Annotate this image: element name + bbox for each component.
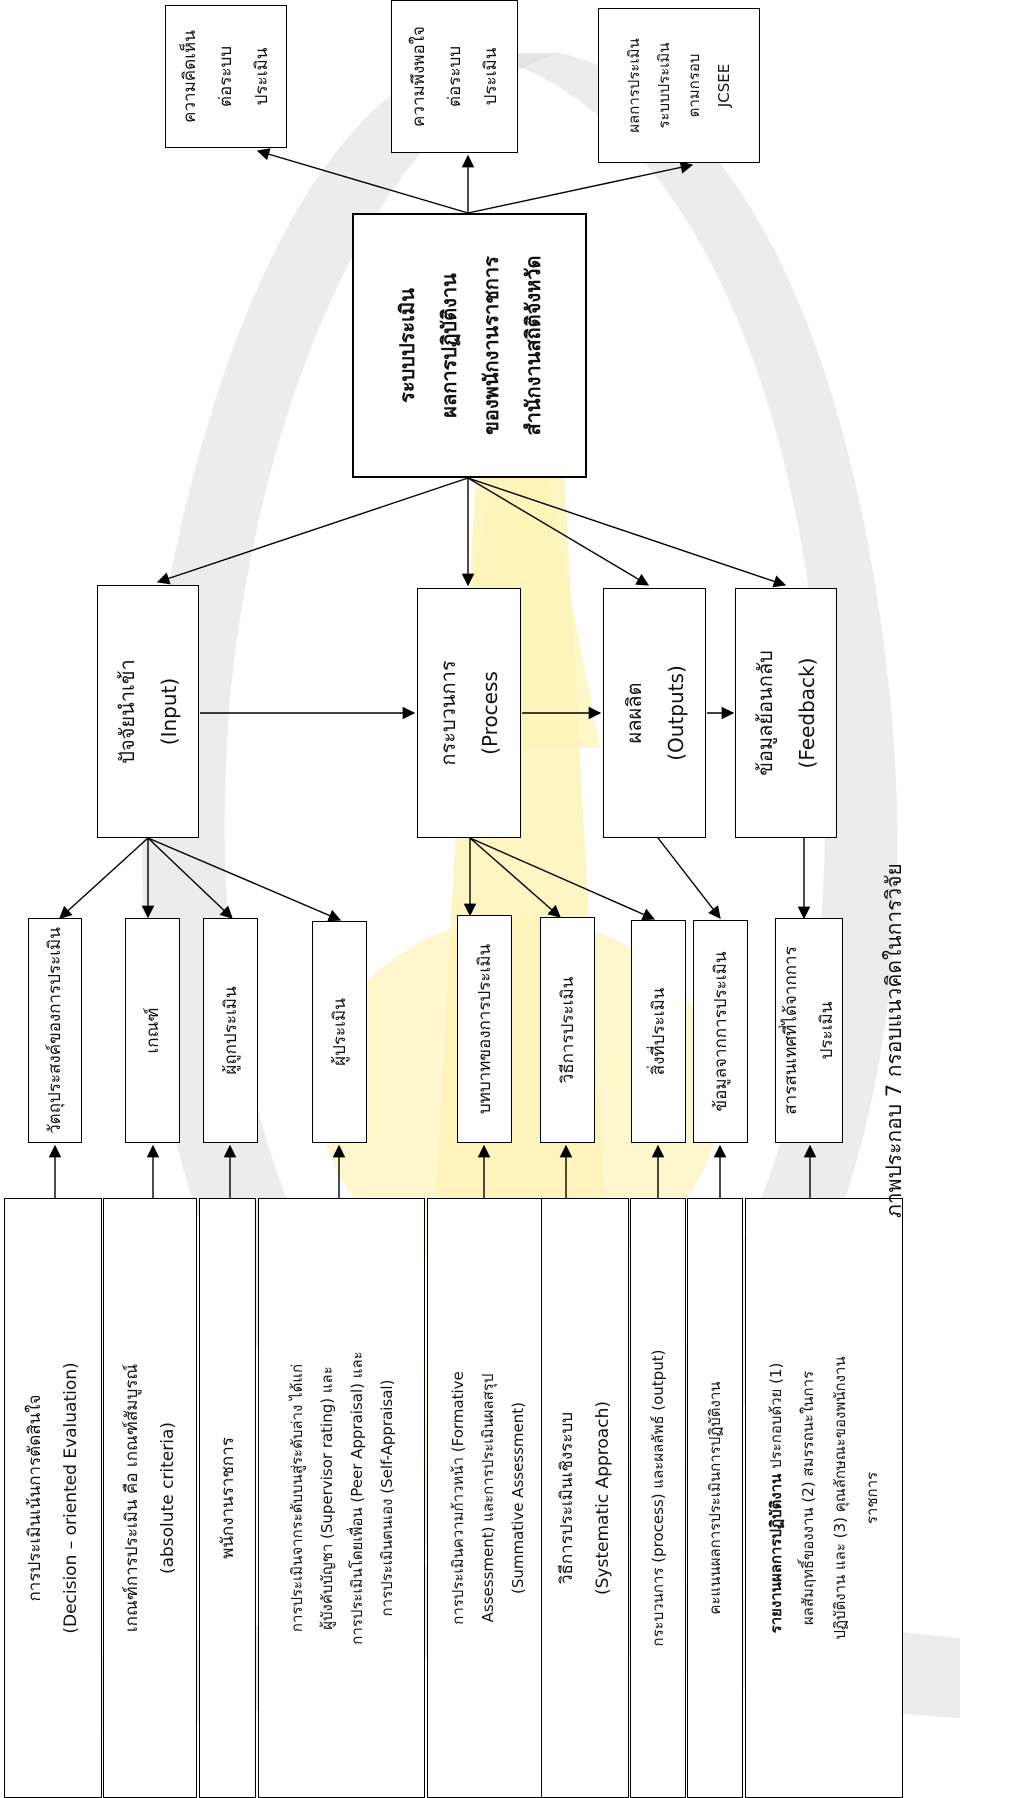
component-process: กระบวนการ (Process	[417, 588, 521, 838]
component-title: ปัจจัยนำเข้า	[115, 659, 139, 764]
detail-criteria: เกณฑ์การประเมิน คือ เกณฑ์สัมบูรณ์ (absol…	[103, 1198, 197, 1798]
detail-text: การประเมินความก้าวหน้า (Formative	[449, 1371, 467, 1625]
component-sub: (Outputs)	[663, 665, 688, 761]
element-data: ข้อมูลจากการประเมิน	[693, 920, 748, 1143]
element-evaluator: ผู้ประเมิน	[312, 921, 367, 1143]
detail-text: การประเมินเน้นการตัดสินใจ	[25, 1394, 45, 1602]
detail-text: การประเมินโดยเพื่อน (Peer Appraisal) และ	[347, 1351, 366, 1645]
detail-text: (Decision – oriented Evaluation)	[61, 1362, 81, 1634]
result-text: ต่อระบบ	[444, 45, 465, 108]
arrow-system-opinion	[256, 148, 469, 214]
detail-text: การประเมินตนเอง (Self-Appraisal)	[377, 1379, 396, 1617]
arrow-system-input	[156, 477, 469, 585]
element-label: สารสนเทศที่ได้จากการประเมิน	[781, 946, 837, 1115]
component-outputs: ผลผลิต (Outputs)	[603, 588, 706, 838]
detail-text: (Systematic Approach)	[593, 1401, 613, 1595]
detail-text: ราชการ	[863, 1471, 881, 1525]
arrow-system-feedback	[467, 477, 787, 588]
detail-data: คะแนนผลการประเมินการปฏิบัติงาน	[687, 1198, 743, 1798]
element-objective: วัตถุประสงค์ของการประเมิน	[28, 918, 82, 1143]
arrow-process-method	[469, 837, 561, 918]
figure-caption: ภาพประกอบ 7 กรอบแนวคิดในการวิจัย	[882, 863, 906, 1218]
element-label: ผู้ประเมิน	[329, 998, 350, 1066]
element-criteria: เกณฑ์	[125, 918, 180, 1143]
result-text: JCSEE	[715, 63, 733, 108]
system-title-line: สำนักงานสถิติจังหวัด	[520, 255, 545, 436]
result-text: ตามกรอบ	[685, 53, 703, 118]
component-input: ปัจจัยนำเข้า (Input)	[97, 585, 199, 838]
element-label: เกณฑ์	[142, 1007, 163, 1054]
detail-text: พนักงานราชการ	[217, 1437, 238, 1559]
detail-text: ปฏิบัติงาน และ (3) คุณลักษณะของพนักงาน	[831, 1356, 849, 1640]
detail-text: ประกอบด้วย (1)	[767, 1362, 785, 1474]
component-title: ผลผลิต	[621, 682, 646, 744]
detail-evaluatee: พนักงานราชการ	[199, 1198, 256, 1798]
detail-assessed: กระบวนการ (process) และผลลัพธ์ (output)	[630, 1198, 686, 1798]
system-title-line: ของพนักงานราชการ	[478, 256, 503, 435]
arrow-process-assessed	[469, 837, 656, 921]
detail-text: วิธีการประเมินเชิงระบบ	[557, 1411, 577, 1585]
arrow-system-outputs	[467, 477, 650, 586]
detail-info: รายงานผลการปฏิบัติงาน ประกอบด้วย (1) ผลส…	[745, 1198, 903, 1798]
arrow-input-evaluatee	[147, 837, 233, 919]
detail-text: Assessment) และการประเมินผลสรุป	[479, 1373, 497, 1623]
result-text: ผลการประเมิน	[625, 38, 643, 133]
element-info: สารสนเทศที่ได้จากการประเมิน	[775, 918, 843, 1143]
component-sub: (Input)	[157, 677, 181, 746]
component-feedback: ข้อมูลย้อนกลับ (Feedback)	[735, 588, 837, 838]
result-text: ประเมิน	[480, 47, 501, 106]
arrow-system-jcsee	[467, 161, 694, 214]
detail-text: กระบวนการ (process) และผลลัพธ์ (output)	[649, 1349, 667, 1647]
detail-role: การประเมินความก้าวหน้า (Formative Assess…	[427, 1198, 549, 1798]
result-text: ระบบประเมิน	[655, 42, 673, 129]
component-sub: (Feedback)	[795, 657, 819, 769]
arrow-input-evaluator	[147, 837, 342, 922]
element-label: บทบาทของการประเมิน	[474, 943, 495, 1115]
detail-text: การประเมินจากระดับบนสู่ระดับล่าง ได้แก่	[287, 1363, 306, 1633]
system-title-line: ระบบประเมิน	[394, 288, 419, 403]
element-label: วิธีการประเมิน	[557, 976, 578, 1084]
detail-text: คะแนนผลการประเมินการปฏิบัติงาน	[706, 1381, 724, 1615]
element-role: บทบาทของการประเมิน	[457, 915, 512, 1143]
detail-text-first: รายงานผลการปฏิบัติงาน ประกอบด้วย (1)	[760, 1353, 792, 1644]
arrow-outputs-data	[657, 837, 721, 919]
detail-text: (Summative Assessment)	[509, 1401, 527, 1595]
result-text: ความพึงพอใจ	[408, 26, 429, 127]
arrow-input-objective	[59, 837, 149, 919]
component-title: กระบวนการ	[436, 660, 460, 766]
result-text: ประเมิน	[252, 47, 272, 106]
component-sub: (Process	[478, 671, 502, 755]
system-title-line: ผลการปฏิบัติงาน	[436, 273, 461, 418]
detail-evaluator: การประเมินจากระดับบนสู่ระดับล่าง ได้แก่ …	[258, 1198, 425, 1798]
element-label: สิ่งที่ประเมิน	[648, 987, 669, 1076]
element-method: วิธีการประเมิน	[540, 917, 595, 1143]
detail-bold-prefix: รายงานผลการปฏิบัติงาน	[767, 1473, 785, 1634]
detail-text: ผลสัมฤทธิ์ของงาน (2) สมรรถนะในการ	[799, 1370, 817, 1626]
central-system-box: ระบบประเมิน ผลการปฏิบัติงาน ของพนักงานรา…	[352, 213, 587, 478]
result-text: ต่อระบบ	[216, 45, 236, 108]
detail-method: วิธีการประเมินเชิงระบบ (Systematic Appro…	[541, 1198, 629, 1798]
element-assessed: สิ่งที่ประเมิน	[631, 920, 686, 1143]
element-label: ข้อมูลจากการประเมิน	[710, 951, 731, 1112]
result-box-satisfaction: ความพึงพอใจ ต่อระบบ ประเมิน	[391, 0, 518, 153]
result-box-jcsee: ผลการประเมิน ระบบประเมิน ตามกรอบ JCSEE	[598, 8, 760, 163]
element-label: ผู้ถูกประเมิน	[220, 986, 241, 1075]
element-label: วัตถุประสงค์ของการประเมิน	[45, 927, 65, 1134]
detail-text: เกณฑ์การประเมิน คือ เกณฑ์สัมบูรณ์	[122, 1363, 142, 1633]
detail-objective: การประเมินเน้นการตัดสินใจ (Decision – or…	[4, 1198, 102, 1798]
element-evaluatee: ผู้ถูกประเมิน	[203, 918, 258, 1143]
detail-text: ผู้บังคับบัญชา (Supervisor rating) และ	[317, 1366, 336, 1630]
result-text: ความคิดเห็น	[180, 30, 200, 123]
component-title: ข้อมูลย้อนกลับ	[753, 650, 777, 776]
result-box-opinion: ความคิดเห็น ต่อระบบ ประเมิน	[165, 5, 287, 148]
detail-text: (absolute criteria)	[158, 1421, 178, 1575]
